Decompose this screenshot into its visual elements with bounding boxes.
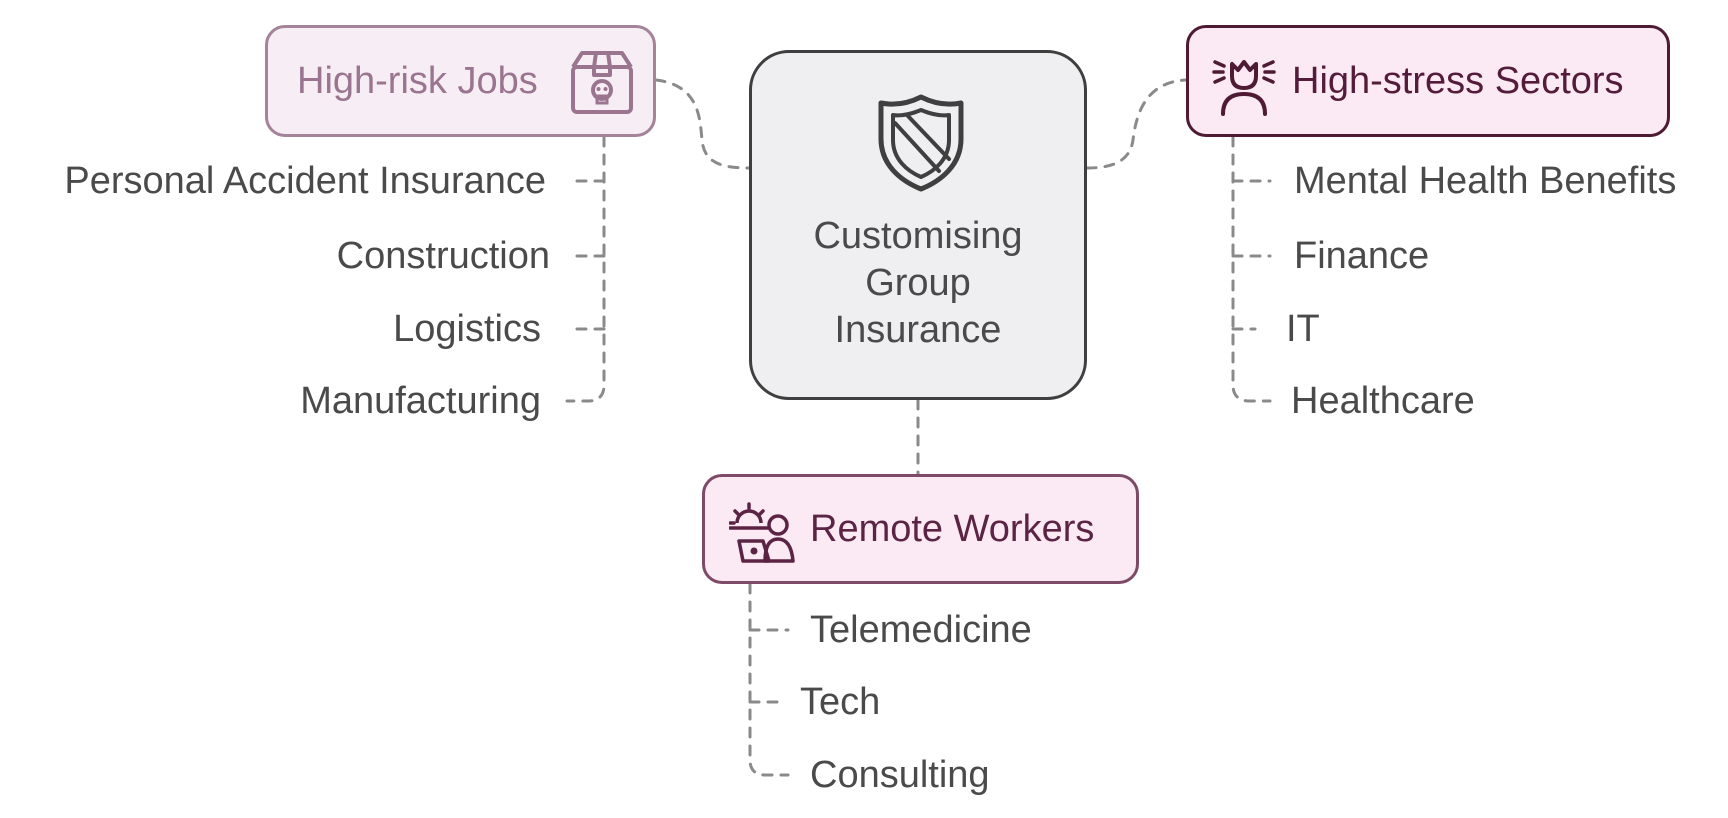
branch-remote-workers: Remote Workers bbox=[702, 474, 1139, 584]
leaf-telemedicine: Telemedicine bbox=[810, 609, 1032, 651]
center-node: Customising Group Insurance bbox=[749, 50, 1087, 400]
connector-remote-spine bbox=[748, 582, 790, 777]
leaf-consulting: Consulting bbox=[810, 754, 990, 796]
leaf-tech: Tech bbox=[800, 681, 881, 723]
connector-center-high-risk bbox=[654, 78, 751, 170]
branch-high-risk-label: High-risk Jobs bbox=[297, 59, 538, 102]
connector-high-stress-spine bbox=[1231, 135, 1272, 403]
skull-box-icon bbox=[571, 51, 633, 114]
leaf-construction: Construction bbox=[336, 235, 550, 277]
branch-high-stress-label: High-stress Sectors bbox=[1292, 59, 1624, 102]
leaf-logistics: Logistics bbox=[393, 308, 541, 350]
remote-laptop-icon bbox=[729, 502, 795, 563]
stressed-person-icon bbox=[1212, 60, 1276, 116]
leaf-manufacturing: Manufacturing bbox=[300, 380, 541, 422]
branch-remote-label: Remote Workers bbox=[810, 507, 1095, 550]
leaf-finance: Finance bbox=[1294, 235, 1430, 277]
center-title: Customising Group Insurance bbox=[813, 215, 1023, 351]
leaf-personal-accident-insurance: Personal Accident Insurance bbox=[64, 160, 546, 202]
leaf-it: IT bbox=[1286, 308, 1320, 350]
branch-high-stress-sectors: High-stress Sectors bbox=[1186, 25, 1670, 137]
branch-high-risk-jobs: High-risk Jobs bbox=[265, 25, 656, 137]
connector-high-risk-spine bbox=[565, 135, 606, 403]
connector-center-high-stress bbox=[1085, 78, 1188, 170]
leaf-healthcare: Healthcare bbox=[1291, 380, 1475, 422]
shield-icon bbox=[878, 94, 964, 192]
leaf-mental-health-benefits: Mental Health Benefits bbox=[1294, 160, 1677, 202]
